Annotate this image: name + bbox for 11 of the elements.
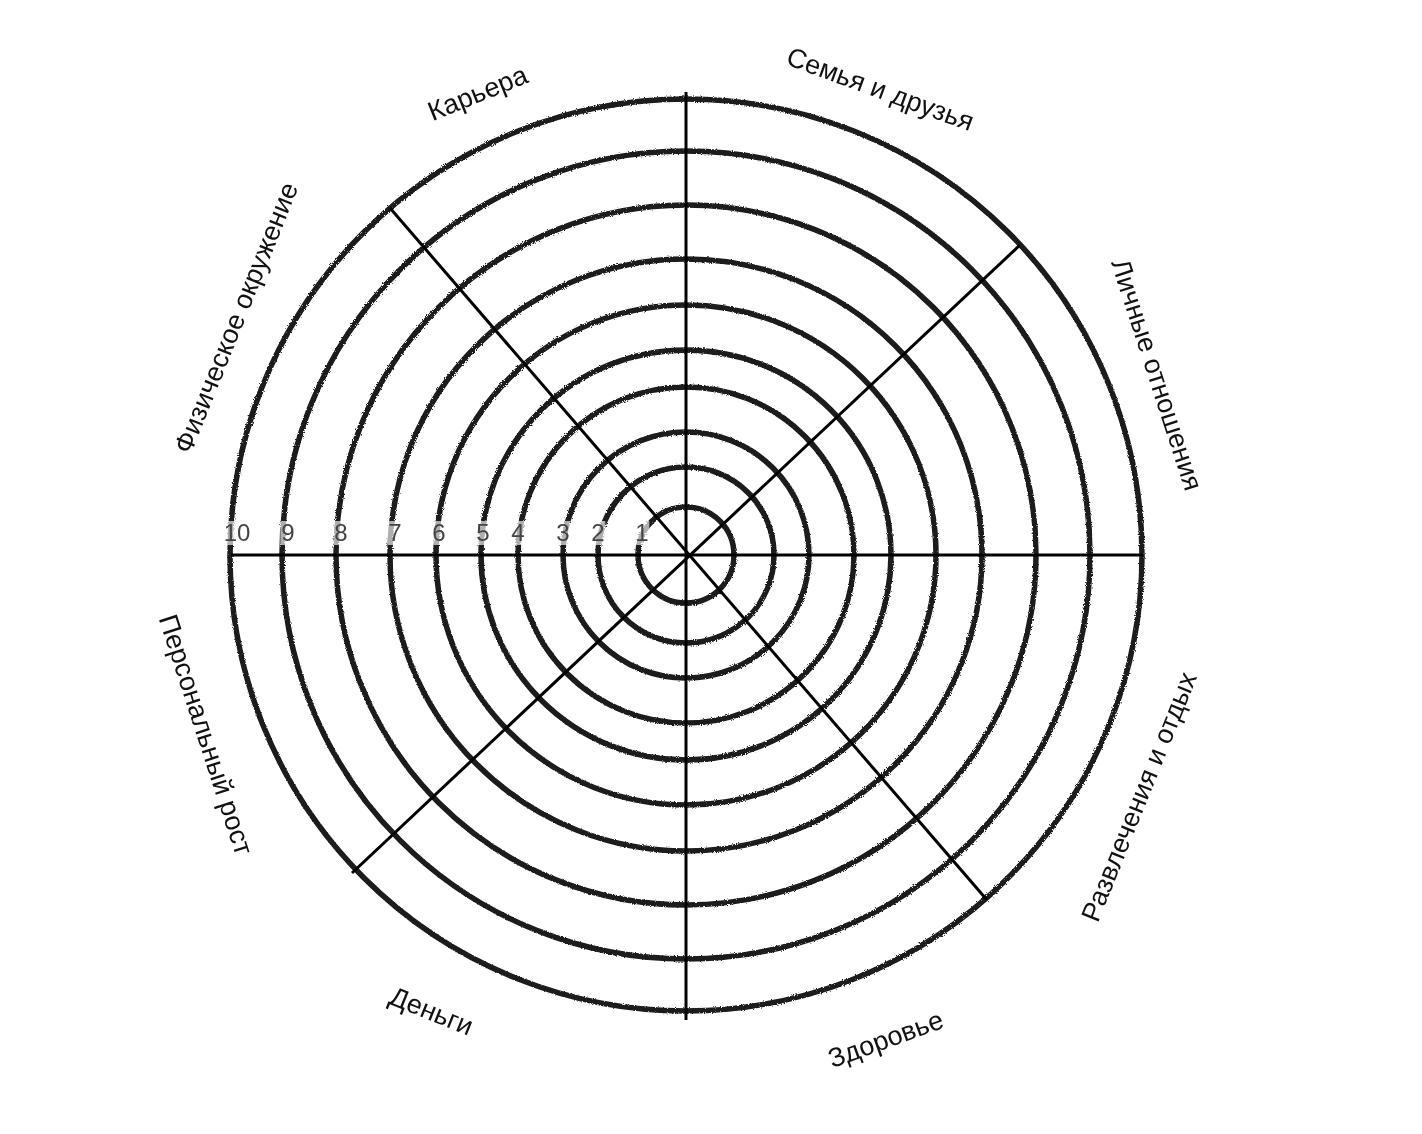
scale-number: 7	[387, 521, 403, 545]
scale-number: 10	[222, 521, 252, 545]
scale-number: 5	[475, 521, 491, 545]
scale-number: 6	[431, 521, 447, 545]
sector-label: Семья и друзья	[782, 42, 978, 138]
scale-number: 3	[555, 521, 571, 545]
scale-number: 2	[590, 521, 606, 545]
scale-number: 9	[280, 521, 296, 545]
scale-number: 1	[634, 521, 650, 545]
scale-number: 4	[510, 521, 526, 545]
scale-number: 8	[333, 521, 349, 545]
